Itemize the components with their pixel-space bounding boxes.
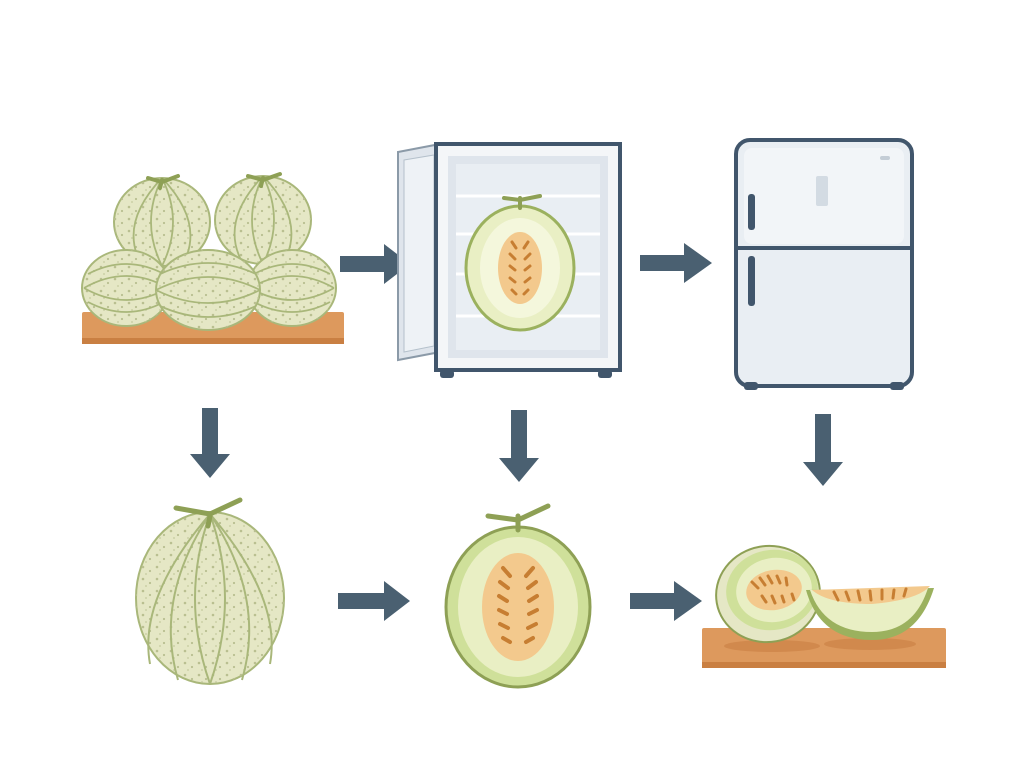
arrow-right-1 [340,244,410,284]
arrow-down-2 [499,410,539,482]
arrow-right-2 [640,243,712,283]
sliced-melon-icon [702,544,946,668]
arrow-down-3 [803,414,843,486]
melon [247,249,337,327]
melon [81,249,171,327]
arrow-right-4 [630,581,702,621]
melon [113,174,211,267]
flow-arrows [190,243,843,621]
melon-half [715,544,821,644]
halved-melon-icon [444,503,592,689]
fridge-handle-top [748,194,755,230]
arrow-right-3 [338,581,410,621]
whole-melon-icon [135,497,285,685]
halved-melon-in-freezer [464,194,576,332]
melon [155,249,261,331]
melon [214,172,312,265]
arrow-down-1 [190,408,230,478]
melon-wedge [806,586,934,640]
melons-on-board-icon [81,172,344,344]
fridge-handle-bottom [748,256,755,306]
freezer-icon [397,142,622,378]
refrigerator-icon [734,138,914,390]
